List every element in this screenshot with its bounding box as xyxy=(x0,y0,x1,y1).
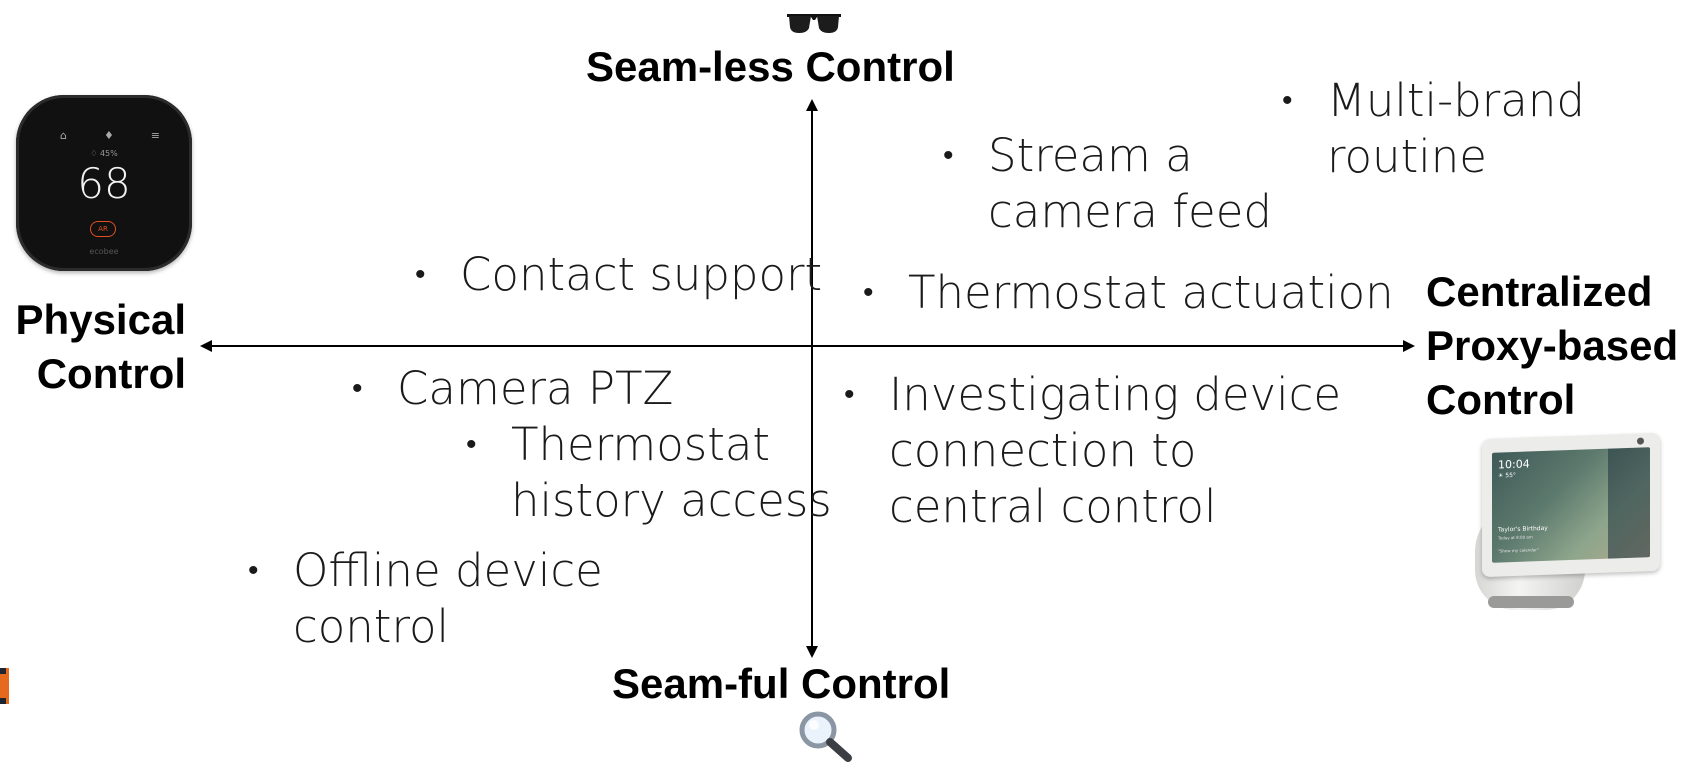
edge-badge-icon xyxy=(0,668,9,704)
display-time: 10:04 xyxy=(1498,457,1530,472)
list-item-text: Offline device control xyxy=(293,544,603,653)
list-item-text: Thermostat actuation xyxy=(908,266,1394,319)
bullet-icon: • xyxy=(844,377,855,412)
sunglasses-icon xyxy=(787,14,841,33)
axis-label-top: Seam-less Control xyxy=(586,43,955,90)
bullet-icon: • xyxy=(1282,83,1293,118)
display-event-sub: Today at 8:00 am xyxy=(1498,534,1533,541)
list-item-text: Camera PTZ xyxy=(397,362,674,415)
thermostat-top-icons: ⌂ ♦ ≡ xyxy=(60,129,160,142)
smart-display-device-icon: 10:04 ☀ 55° Taylor's Birthday Today at 8… xyxy=(1470,432,1662,614)
list-item-text: Multi-brand routine xyxy=(1327,74,1585,183)
bullet-icon: • xyxy=(415,257,426,292)
list-item-offline-device-control: • Offline device control xyxy=(248,543,603,655)
bullet-icon: • xyxy=(466,427,477,462)
bullet-icon: • xyxy=(352,371,363,406)
list-item-multi-brand-routine: • Multi-brand routine xyxy=(1282,73,1585,185)
display-weather-panel xyxy=(1608,447,1650,559)
flame-icon: ♦ xyxy=(103,129,114,142)
home-icon: ⌂ xyxy=(60,129,67,142)
list-item-camera-ptz: • Camera PTZ xyxy=(352,361,674,417)
thermostat-brand: ecobee xyxy=(89,247,119,256)
bullet-icon: • xyxy=(863,275,874,310)
thermostat-mode-button: AR xyxy=(90,221,116,237)
display-hint: "Show my calendar" xyxy=(1498,547,1539,554)
edge-badge-inner xyxy=(0,674,6,698)
list-item-text: Contact support xyxy=(460,248,823,301)
axis-label-left: Physical Control xyxy=(15,296,186,397)
list-item-stream-camera-feed: • Stream a camera feed xyxy=(943,128,1272,240)
display-screen: 10:04 ☀ 55° Taylor's Birthday Today at 8… xyxy=(1492,447,1650,563)
bullet-icon: • xyxy=(943,138,954,173)
list-item-text: Thermostat history access xyxy=(511,418,832,527)
thermostat-device-icon: ⌂ ♦ ≡ ♢ 45% 68 AR ecobee xyxy=(16,95,192,271)
magnifying-glass-icon xyxy=(799,711,852,762)
speaker-foot xyxy=(1488,596,1574,608)
display-temp: ☀ 55° xyxy=(1498,471,1516,480)
axis-label-bottom: Seam-ful Control xyxy=(612,660,951,707)
axis-label-right: Centralized Proxy-based Control xyxy=(1426,268,1679,423)
thermostat-temperature: 68 xyxy=(77,159,131,208)
menu-icon: ≡ xyxy=(150,129,160,142)
display-event: Taylor's Birthday xyxy=(1498,524,1548,534)
display-frame: 10:04 ☀ 55° Taylor's Birthday Today at 8… xyxy=(1482,432,1660,578)
list-item-contact-support: • Contact support xyxy=(415,247,823,303)
list-item-thermostat-history-access: • Thermostat history access xyxy=(466,417,832,529)
list-item-investigating-device-connection: • Investigating device connection to cen… xyxy=(844,367,1342,535)
list-item-text: Stream a camera feed xyxy=(988,129,1272,238)
list-item-thermostat-actuation: • Thermostat actuation xyxy=(863,265,1394,321)
camera-dot xyxy=(1637,437,1644,445)
bullet-icon: • xyxy=(248,553,259,588)
thermostat-humidity: ♢ 45% xyxy=(90,149,118,158)
list-item-text: Investigating device connection to centr… xyxy=(889,368,1342,533)
